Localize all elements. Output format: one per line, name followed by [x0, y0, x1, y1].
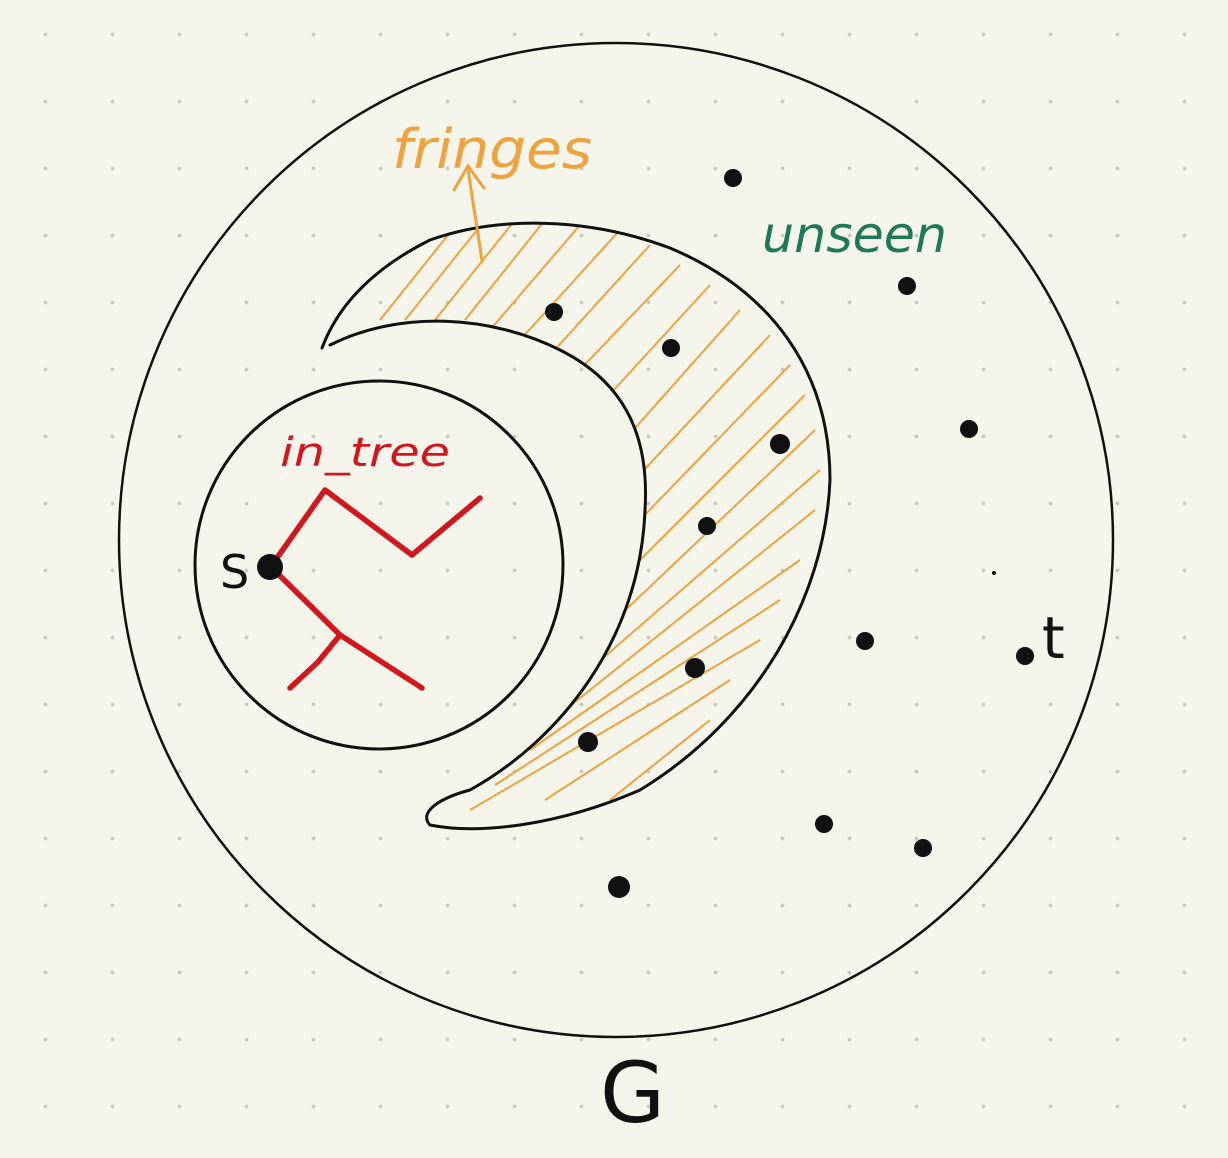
- unseen-node: [960, 420, 978, 438]
- in-tree-label: in_tree: [280, 430, 450, 476]
- fringes-label: fringes: [392, 118, 592, 181]
- unseen-node: [856, 632, 874, 650]
- fringe-node: [770, 434, 790, 454]
- fringes-arrow: [452, 163, 486, 264]
- graph-label: G: [600, 1044, 665, 1142]
- fringe-nodes: [545, 303, 790, 752]
- fringe-node: [578, 732, 598, 752]
- unseen-node: [724, 169, 742, 187]
- target-node: [1016, 647, 1034, 665]
- unseen-node: [898, 277, 916, 295]
- fringe-crescent: [320, 221, 832, 831]
- unseen-speck: [992, 571, 996, 575]
- fringe-hatching: [379, 223, 821, 811]
- unseen-node: [914, 839, 932, 857]
- fringe-node: [698, 517, 716, 535]
- in-tree-circle: [193, 379, 565, 751]
- fringe-node: [662, 339, 680, 357]
- graph-circle: [117, 41, 1115, 1039]
- unseen-node: [608, 876, 630, 898]
- fringe-node: [685, 658, 705, 678]
- unseen-node: [815, 815, 833, 833]
- target-label: t: [1042, 604, 1065, 672]
- source-label: S: [220, 545, 249, 599]
- unseen-label: unseen: [762, 206, 947, 264]
- unseen-nodes: [608, 169, 996, 898]
- in-tree-edges: [269, 487, 483, 691]
- source-node: [257, 554, 283, 580]
- fringe-node: [545, 303, 563, 321]
